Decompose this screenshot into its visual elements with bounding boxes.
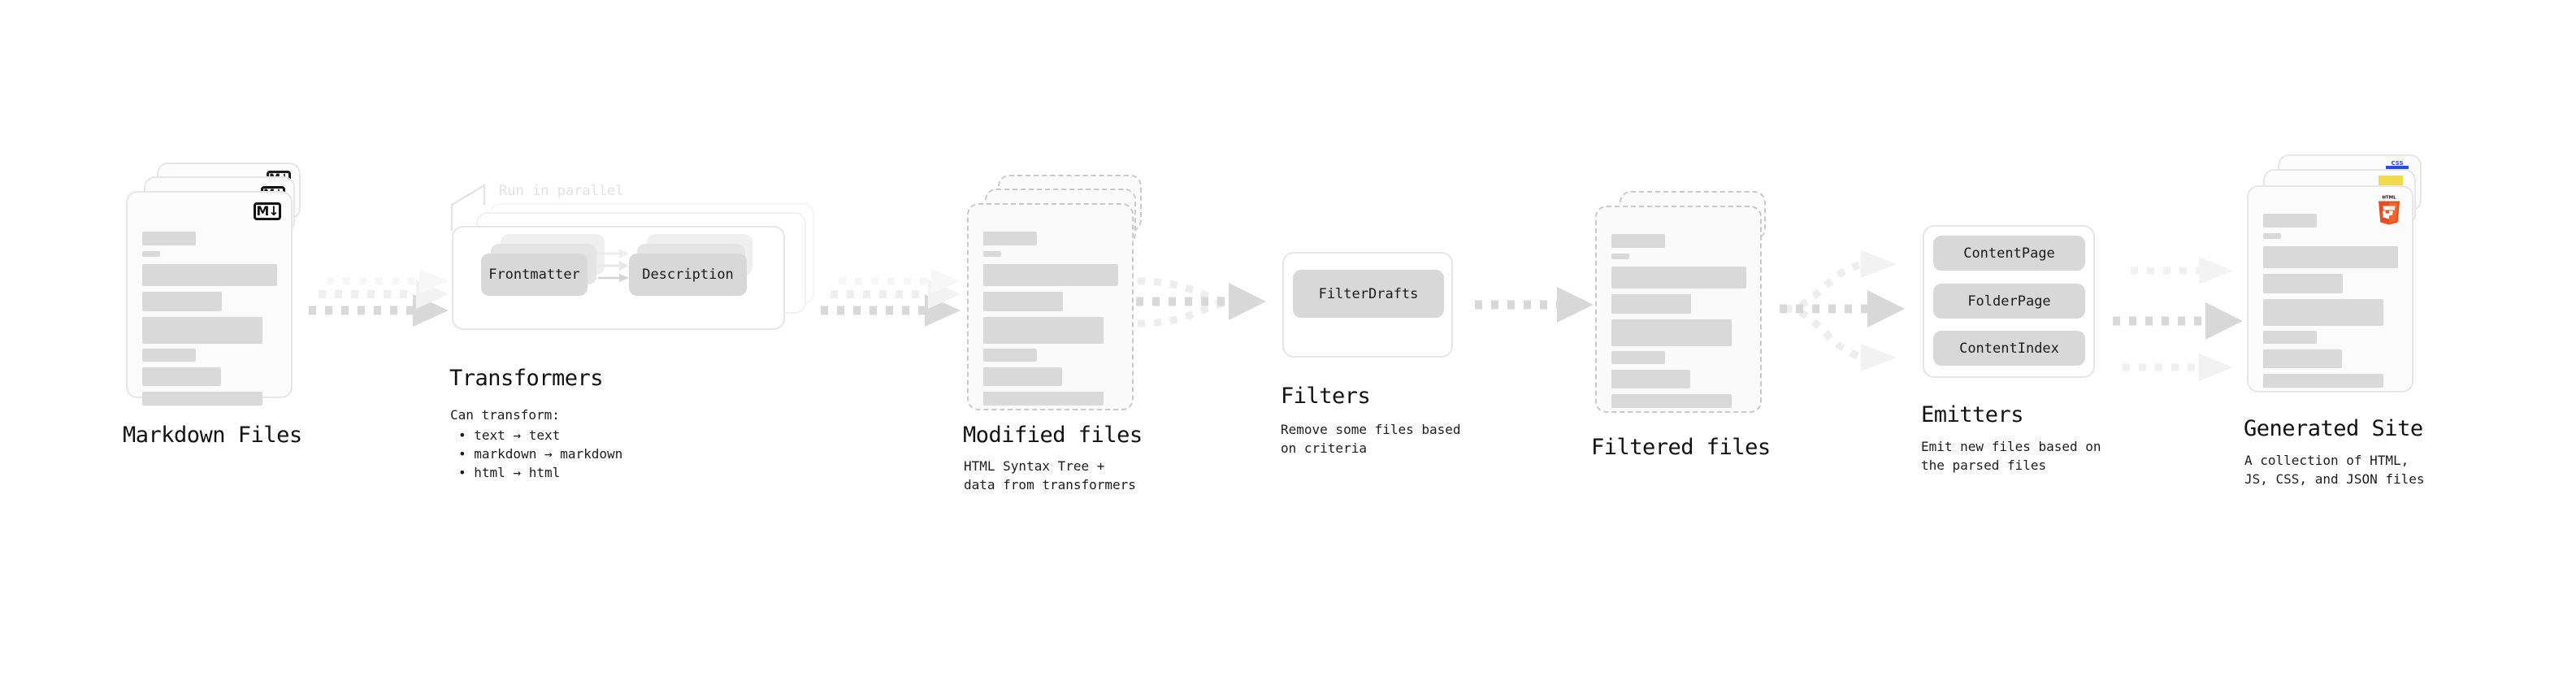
stage-title: Emitters xyxy=(1921,402,2024,427)
skeleton-line xyxy=(983,367,1062,386)
skeleton-line xyxy=(983,317,1104,344)
card-front xyxy=(1595,206,1762,413)
conn-transformers-to-modified xyxy=(821,269,961,327)
stage-description: Can transform: xyxy=(450,407,560,423)
modified-card-stack xyxy=(967,175,1142,410)
skeleton-line xyxy=(2263,374,2383,388)
css-badge-label: CSS xyxy=(2391,160,2404,167)
skeleton-line xyxy=(2263,299,2383,326)
skeleton-line xyxy=(983,292,1063,311)
card-front xyxy=(967,203,1134,410)
stage-title: Transformers xyxy=(449,366,604,391)
card-front: M↓ xyxy=(126,191,293,406)
stage-filtered-files: Filtered files xyxy=(1591,191,1771,460)
skeleton-line xyxy=(1611,294,1691,314)
conn-modified-to-filters xyxy=(1136,277,1266,327)
run-in-parallel-annotation: Run in parallel xyxy=(499,183,624,199)
transformer-pill-description[interactable]: Description xyxy=(629,254,747,296)
skeleton-line xyxy=(142,232,196,245)
skeleton-line xyxy=(1611,234,1665,248)
skeleton-line xyxy=(983,392,1104,406)
markdown-card-stack: M↓ M↓ M↓ xyxy=(126,163,301,406)
skeleton-line xyxy=(1611,254,1629,259)
stage-generated-site: CSS HTML xyxy=(2244,154,2425,487)
skeleton-line xyxy=(1611,319,1732,346)
generated-site-card-stack: CSS HTML xyxy=(2247,154,2422,393)
html5-badge: HTML xyxy=(2379,196,2400,225)
conn-filtered-to-emitters xyxy=(1780,250,1905,371)
skeleton-line xyxy=(983,232,1037,245)
css-badge: CSS xyxy=(2386,160,2409,169)
skeleton-line xyxy=(983,349,1037,362)
skeleton-line xyxy=(142,251,160,257)
skeleton-line xyxy=(1611,370,1690,388)
emitter-pill-contentpage[interactable]: ContentPage xyxy=(1933,236,2085,271)
skeleton-line xyxy=(1611,267,1746,288)
conn-emitters-to-site xyxy=(2113,257,2243,381)
conn-md-to-transformers xyxy=(309,269,449,327)
bullet-text: • text → text xyxy=(458,427,561,443)
stage-title: Filters xyxy=(1281,384,1371,409)
emitter-pill-folderpage[interactable]: FolderPage xyxy=(1933,284,2085,319)
skeleton-line xyxy=(142,349,196,362)
bullet-text: • html → html xyxy=(458,465,561,481)
stage-description: HTML Syntax Tree + data from transformer… xyxy=(964,458,1136,492)
emitter-pill-contentindex[interactable]: ContentIndex xyxy=(1933,331,2085,366)
skeleton-line xyxy=(142,392,262,406)
card-front: HTML xyxy=(2247,185,2413,393)
skeleton-line xyxy=(983,251,1001,257)
transformer-inner-arrows xyxy=(598,249,629,282)
stage-title: Filtered files xyxy=(1591,435,1771,460)
stage-description: A collection of HTML, JS, CSS, and JSON … xyxy=(2244,453,2425,487)
stage-modified-files: Modified files HTML Syntax Tree + data f… xyxy=(963,175,1143,492)
run-in-parallel-leader xyxy=(450,183,486,231)
stage-title: Generated Site xyxy=(2244,416,2423,441)
skeleton-line xyxy=(142,264,277,286)
skeleton-line xyxy=(983,264,1118,286)
stage-description: Remove some files based on criteria xyxy=(1281,422,1461,456)
markdown-badge: M↓ xyxy=(254,202,281,220)
skeleton-line xyxy=(2263,246,2398,268)
stage-markdown-files: M↓ M↓ M↓ Markdown Files xyxy=(123,163,302,448)
skeleton-line xyxy=(1611,394,1732,408)
stage-title: Modified files xyxy=(963,423,1143,448)
stage-description: Emit new files based on the parsed files xyxy=(1921,439,2101,473)
stage-title: Markdown Files xyxy=(123,423,302,448)
markdown-badge-label: M↓ xyxy=(256,203,279,219)
skeleton-line xyxy=(142,367,221,386)
transformer-bullets: • text → text • markdown → markdown • html… xyxy=(458,426,622,483)
filtered-card-stack xyxy=(1595,191,1770,427)
skeleton-line xyxy=(2263,274,2343,293)
filter-pill-filterdrafts[interactable]: FilterDrafts xyxy=(1293,270,1444,318)
skeleton-line xyxy=(2263,349,2342,368)
skeleton-line xyxy=(2263,331,2317,344)
conn-filters-to-filtered xyxy=(1475,287,1594,323)
skeleton-line xyxy=(1611,351,1665,364)
bullet-text: • markdown → markdown xyxy=(458,446,623,462)
skeleton-line xyxy=(142,317,262,344)
skeleton-line xyxy=(2263,214,2317,228)
skeleton-line xyxy=(2263,233,2281,239)
svg-text:HTML: HTML xyxy=(2382,196,2396,201)
transformer-pill-frontmatter[interactable]: Frontmatter xyxy=(481,254,588,296)
skeleton-line xyxy=(142,292,222,311)
